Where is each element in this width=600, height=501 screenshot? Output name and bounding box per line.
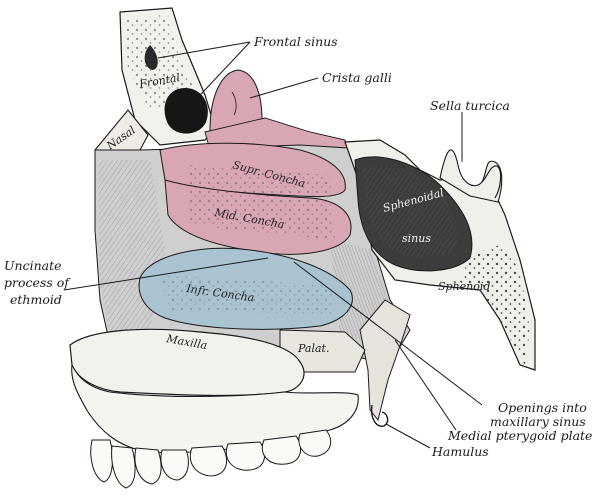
tooth-8: [298, 429, 332, 457]
label-sella-turcica: Sella turcica: [430, 98, 510, 113]
bone-label-palat: Palat.: [297, 342, 329, 355]
tooth-5: [189, 445, 228, 477]
alveolar-process: [71, 363, 359, 454]
crista-galli-detail: [231, 91, 237, 116]
label-hamulus: Hamulus: [431, 444, 489, 459]
label-openings-line1: Openings into: [498, 400, 587, 415]
tooth-6: [225, 441, 266, 471]
hamulus-hook: [370, 404, 389, 427]
bone-label-sphenoidal-sinus-line2: sinus: [402, 232, 431, 245]
label-uncinate-line3: ethmoid: [10, 292, 62, 307]
tooth-2: [111, 445, 136, 489]
label-frontal-sinus: Frontal sinus: [253, 34, 338, 49]
label-medial-pterygoid-plate: Medial pterygoid plate: [447, 428, 592, 443]
sphenoidal-sinus-hatching: [362, 165, 458, 258]
tooth-1: [90, 439, 113, 483]
inferior-concha-texture: [160, 275, 335, 315]
leader-openings: [293, 261, 483, 406]
tooth-4: [160, 449, 189, 481]
tooth-7: [261, 435, 302, 465]
dorsum-sellae: [481, 165, 502, 199]
frontal-sinus-small-cavity: [144, 45, 158, 70]
maxilla-bone: [69, 328, 305, 397]
label-openings-line2: maxillary sinus: [490, 414, 586, 429]
frontal-sinus-large-cavity: [164, 88, 208, 134]
label-uncinate-line2: process of: [4, 275, 71, 290]
frontal-bone-shading: [125, 14, 198, 110]
teeth: [90, 429, 332, 489]
tooth-3: [134, 447, 162, 485]
leader-crista-galli: [249, 77, 319, 99]
leader-frontal-sinus-a: [157, 41, 251, 59]
leader-medial-pterygoid: [394, 339, 457, 431]
sphenoid-cancellous: [460, 245, 530, 365]
leader-lines: [63, 41, 483, 449]
leader-uncinate: [63, 257, 269, 291]
medial-pterygoid-plate-shape: [359, 299, 411, 422]
label-uncinate-line1: Uncinate: [4, 258, 62, 273]
bone-label-sphenoid: Sphenoid: [438, 280, 490, 293]
concha-texture: [190, 165, 335, 240]
label-crista-galli: Crista galli: [322, 70, 392, 85]
leader-frontal-sinus-b: [187, 41, 251, 109]
leader-hamulus: [385, 423, 431, 449]
